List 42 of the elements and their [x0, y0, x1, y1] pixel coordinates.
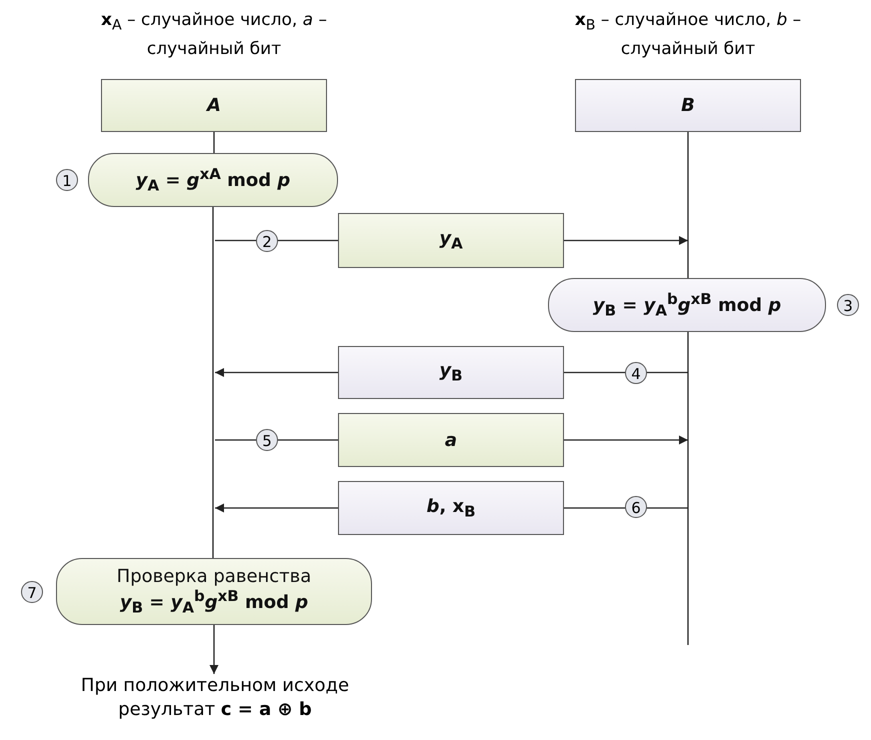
message-arrow: [215, 504, 338, 512]
message-arrow: [564, 236, 688, 245]
formula-text: b, x$_{B}$: [426, 496, 476, 520]
message-arrow: [215, 368, 338, 377]
formula-text: y$_{A}$: [439, 228, 463, 253]
box-heading: Проверка равенства: [116, 566, 312, 588]
lifeline: [212, 207, 214, 558]
formula-box: [548, 278, 826, 332]
formula-box: [56, 558, 372, 625]
formula-box: [88, 153, 338, 207]
participant-box: [575, 79, 801, 132]
participant-box: [101, 79, 327, 132]
callout-number: 3: [837, 294, 859, 316]
message-line: [215, 240, 338, 242]
callout-number: 2: [256, 230, 278, 252]
formula-text: y$_{B}$ = y$_{A}$$^{b}$g$^{xB}$ mod p: [592, 290, 782, 320]
formula-text: a: [444, 430, 458, 450]
message-line: [215, 439, 338, 441]
message-box: [338, 481, 564, 535]
arrow: [210, 625, 218, 674]
message-line: [564, 507, 688, 509]
message-line: [564, 372, 688, 374]
note-text: x$_{A}$ – случайное число, a – случайный бит: [100, 9, 328, 62]
callout-number: 1: [56, 169, 78, 191]
message-box: [338, 213, 564, 268]
formula-text: y$_{A}$ = g$^{xA}$ mod p: [136, 165, 290, 195]
result-text: При положительном исходе результат c = a ⊕ b: [60, 674, 370, 722]
callout-number: 7: [21, 581, 43, 603]
formula-text: y$_{B}$: [439, 360, 463, 385]
formula-text: B: [681, 95, 695, 116]
message-box: [338, 346, 564, 399]
message-box: [338, 413, 564, 467]
formula-text: A: [207, 95, 221, 116]
callout-number: 4: [625, 362, 647, 384]
lifeline: [687, 332, 689, 645]
note-text: x$_{B}$ – случайное число, b – случайный бит: [574, 9, 802, 62]
lifeline: [213, 132, 215, 153]
callout-number: 6: [625, 496, 647, 518]
formula-text: y$_{B}$ = y$_{A}$$^{b}$g$^{xB}$ mod p: [120, 587, 308, 617]
lifeline: [687, 132, 689, 278]
message-arrow: [564, 436, 688, 444]
callout-number: 5: [256, 429, 278, 451]
